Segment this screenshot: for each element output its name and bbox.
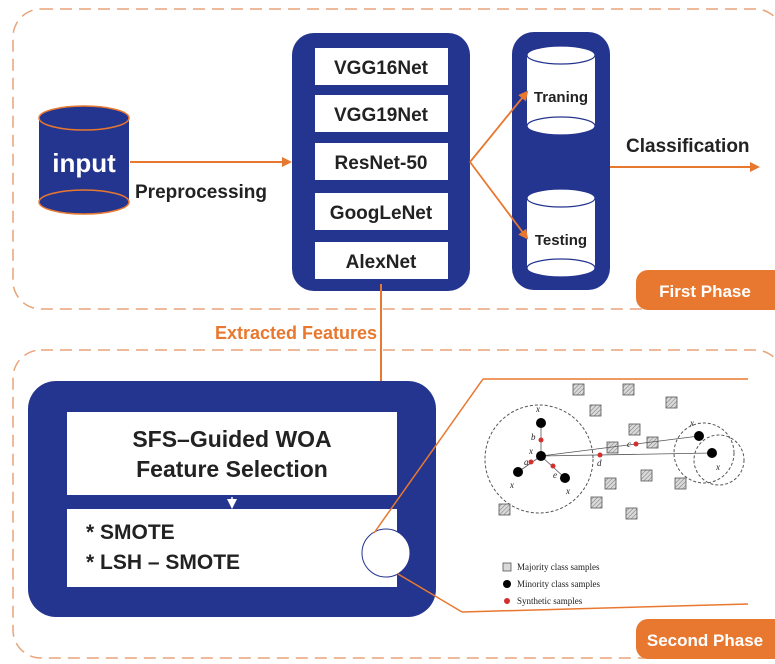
lsh-smote-label: * LSH – SMOTE (86, 551, 240, 574)
input-label: input (52, 148, 116, 178)
legend-synthetic-label: Synthetic samples (517, 596, 583, 606)
testing-database-icon (526, 188, 596, 278)
oversampling-box (67, 509, 397, 587)
zoom-line-bottom-h (461, 603, 749, 613)
selection-line2: Feature Selection (136, 456, 328, 482)
majority-sample (674, 477, 687, 490)
first-phase-badge (636, 270, 775, 310)
smote-label: * SMOTE (86, 521, 175, 544)
majority-sample (572, 383, 585, 396)
majority-sample (625, 507, 638, 520)
preprocessing-label: Preprocessing (135, 182, 267, 203)
point-label: a (524, 457, 529, 467)
selection-line1: SFS–Guided WOA (132, 426, 331, 452)
synthetic-sample (528, 459, 534, 465)
point-label: b (531, 432, 536, 442)
second-phase-badge (636, 619, 775, 659)
synthetic-sample (633, 441, 639, 447)
majority-sample (604, 477, 617, 490)
legend-majority-swatch (502, 562, 512, 572)
model-box-vgg19 (315, 95, 448, 132)
minority-sample (694, 431, 704, 441)
inset-legend: Majority class samples Minority class sa… (502, 562, 600, 606)
input-database-icon (38, 105, 130, 215)
training-database-icon (526, 45, 596, 136)
inset-point-labels: x x x x x x a b c d e (509, 404, 720, 496)
model-label: AlexNet (346, 252, 417, 273)
point-label: x (535, 404, 540, 414)
to-training-arrow (469, 90, 529, 163)
point-label: x (565, 486, 570, 496)
classification-label: Classification (626, 136, 750, 157)
synthetic-sample (550, 463, 556, 469)
legend-synthetic-swatch (504, 598, 510, 604)
majority-sample (622, 383, 635, 396)
model-box-alexnet (315, 242, 448, 279)
second-phase-label: Second Phase (647, 631, 763, 650)
model-label: ResNet-50 (335, 153, 428, 174)
minority-sample (536, 418, 546, 428)
second-phase-region (12, 349, 775, 659)
majority-sample (589, 404, 602, 417)
point-label: x (528, 446, 533, 456)
model-label: VGG16Net (334, 58, 429, 79)
majority-sample (590, 496, 603, 509)
point-label: x (509, 480, 514, 490)
model-list: VGG16Net VGG19Net ResNet-50 GoogLeNet Al… (315, 48, 448, 279)
minority-sample (560, 473, 570, 483)
training-label: Traning (534, 89, 588, 106)
point-label: d (597, 458, 602, 468)
point-label: c (627, 439, 631, 449)
legend-minority-label: Minority class samples (517, 579, 600, 589)
model-label: VGG19Net (334, 105, 429, 126)
minority-sample (513, 467, 523, 477)
model-box-googlenet (315, 193, 448, 230)
zoom-circle (361, 528, 411, 578)
point-label: x (689, 418, 694, 428)
smote-illustration (484, 383, 745, 520)
majority-sample (665, 396, 678, 409)
model-box-vgg16 (315, 48, 448, 85)
synthetic-sample (538, 437, 544, 443)
selection-box (67, 412, 397, 495)
first-phase-label: First Phase (659, 282, 751, 301)
zoom-line-bottom (397, 573, 463, 613)
majority-sample (628, 423, 641, 436)
model-label: GoogLeNet (330, 203, 433, 224)
minority-sample (707, 448, 717, 458)
model-box-resnet50 (315, 143, 448, 180)
minority-sample (536, 451, 546, 461)
testing-label: Testing (535, 232, 587, 249)
point-label: x (715, 462, 720, 472)
extracted-features-label: Extracted Features (215, 323, 377, 343)
first-phase-region (12, 8, 775, 310)
synthetic-sample (597, 452, 603, 458)
legend-minority-swatch (503, 580, 511, 588)
zoom-line-top (373, 378, 484, 534)
majority-sample (498, 503, 511, 516)
point-label: e (553, 470, 557, 480)
legend-majority-label: Majority class samples (517, 562, 600, 572)
to-testing-arrow (469, 161, 529, 240)
majority-sample (640, 469, 653, 482)
